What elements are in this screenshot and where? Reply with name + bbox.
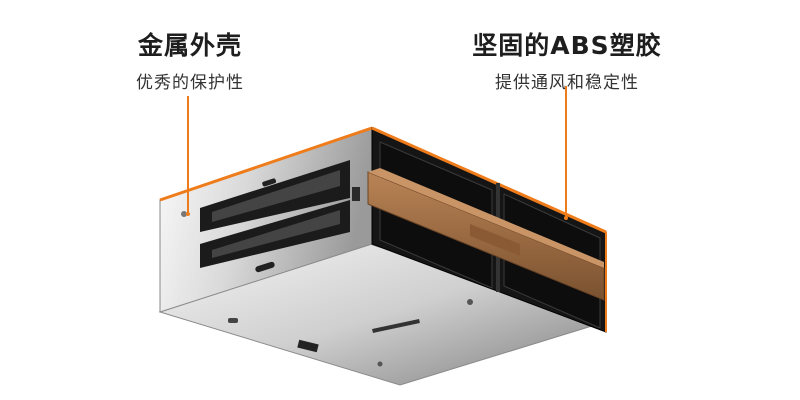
abs-plastic-rail-face xyxy=(368,168,604,268)
bottom-slot xyxy=(372,319,420,333)
feature-metal-shell: 金属外壳 优秀的保护性 xyxy=(100,26,280,93)
side-slot xyxy=(255,261,275,273)
bottom-screw-2 xyxy=(377,361,383,367)
side-vent-lower-inner xyxy=(212,210,340,258)
side-vent-upper-inner xyxy=(212,170,340,222)
side-slot-2 xyxy=(262,178,277,187)
metal-edge-highlight xyxy=(159,126,373,202)
feature-abs-title: 坚固的ABS塑胶 xyxy=(472,31,662,60)
latch-tab xyxy=(352,187,360,201)
feature-abs-plastic: 坚固的ABS塑胶 提供通风和稳定性 xyxy=(452,26,682,93)
bottom-vent xyxy=(297,339,319,353)
abs-rail-grip xyxy=(470,224,520,256)
feature-metal-subtitle: 优秀的保护性 xyxy=(136,73,244,93)
screw-hole xyxy=(181,211,187,217)
bottom-screw xyxy=(467,299,473,305)
feature-abs-subtitle: 提供通风和稳定性 xyxy=(495,73,639,93)
feature-metal-title: 金属外壳 xyxy=(137,31,242,60)
bottom-hole xyxy=(228,318,238,323)
leader-dot-abs xyxy=(564,216,568,220)
leader-dot-metal xyxy=(186,212,190,216)
